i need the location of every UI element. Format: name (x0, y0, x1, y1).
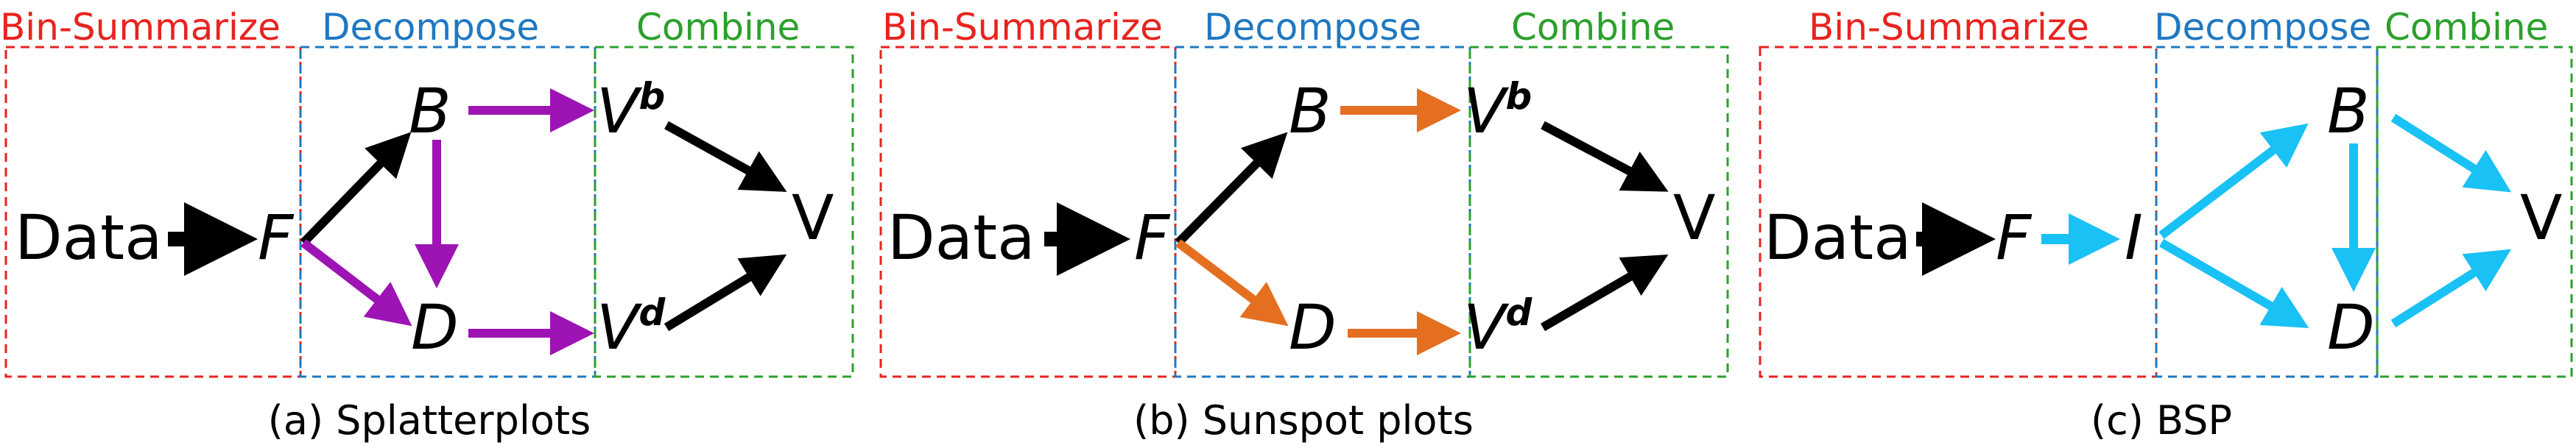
node-f: F (1134, 202, 1171, 274)
decompose-header: Decompose (2154, 6, 2371, 49)
arrow-i-b (2158, 123, 2309, 239)
node-b: B (1289, 75, 1331, 147)
arrow-f-b (300, 132, 412, 246)
caption-a: (a) Splatterplots (268, 397, 591, 444)
bin-summarize-header: Bin-Summarize (0, 6, 281, 49)
arrow-f-d (1175, 239, 1289, 327)
decompose-header: Decompose (1204, 6, 1421, 49)
arrow-f-b (1175, 132, 1288, 246)
panel-a: Bin-Summarize Decompose Combine Data F B… (0, 6, 854, 444)
caption-b: (b) Sunspot plots (1133, 397, 1474, 444)
combine-header: Combine (2385, 6, 2548, 49)
combine-box (1468, 46, 1729, 378)
node-d: D (1289, 291, 1337, 363)
arrow-d-v (2390, 249, 2512, 328)
panel-c: Bin-Summarize Decompose Combine Data F I… (1759, 6, 2573, 444)
node-vb: Vb (597, 75, 665, 147)
node-vb: Vb (1463, 75, 1532, 147)
arrow-i-d (2158, 238, 2309, 329)
node-v: V (792, 182, 834, 254)
node-vb-sup: b (638, 75, 665, 118)
combine-header: Combine (1511, 6, 1675, 49)
caption-c: (c) BSP (2091, 397, 2232, 444)
decompose-header: Decompose (322, 6, 539, 49)
combine-box (594, 46, 854, 378)
bin-summarize-header: Bin-Summarize (1809, 6, 2089, 49)
node-vd: Vd (597, 291, 666, 363)
node-vd: Vd (1463, 291, 1532, 363)
node-d: D (2327, 291, 2375, 363)
node-d: D (411, 291, 459, 363)
bin-summarize-header: Bin-Summarize (882, 6, 1163, 49)
node-i: I (2125, 202, 2143, 274)
arrow-vd-v (1540, 254, 1669, 332)
node-data: Data (15, 202, 163, 274)
node-b: B (2327, 75, 2370, 147)
node-f: F (258, 202, 295, 274)
arrow-vd-v (664, 254, 787, 332)
node-v: V (1673, 182, 1715, 254)
arrow-vb-v (1541, 121, 1669, 192)
arrow-vb-v (664, 121, 787, 192)
node-vd-sup: d (638, 291, 666, 334)
panel-b: Bin-Summarize Decompose Combine Data F B… (879, 6, 1729, 444)
arrow-b-v (2390, 113, 2512, 193)
combine-header: Combine (636, 6, 800, 49)
node-b: B (409, 75, 451, 147)
arrow-f-d (300, 239, 412, 327)
node-vb-sup: b (1505, 75, 1532, 118)
node-f: F (1996, 202, 2033, 274)
node-vd-sup: d (1505, 291, 1532, 334)
combine-box (2376, 46, 2573, 378)
node-data: Data (887, 202, 1035, 274)
node-v: V (2520, 182, 2562, 254)
node-data: Data (1764, 202, 1912, 274)
